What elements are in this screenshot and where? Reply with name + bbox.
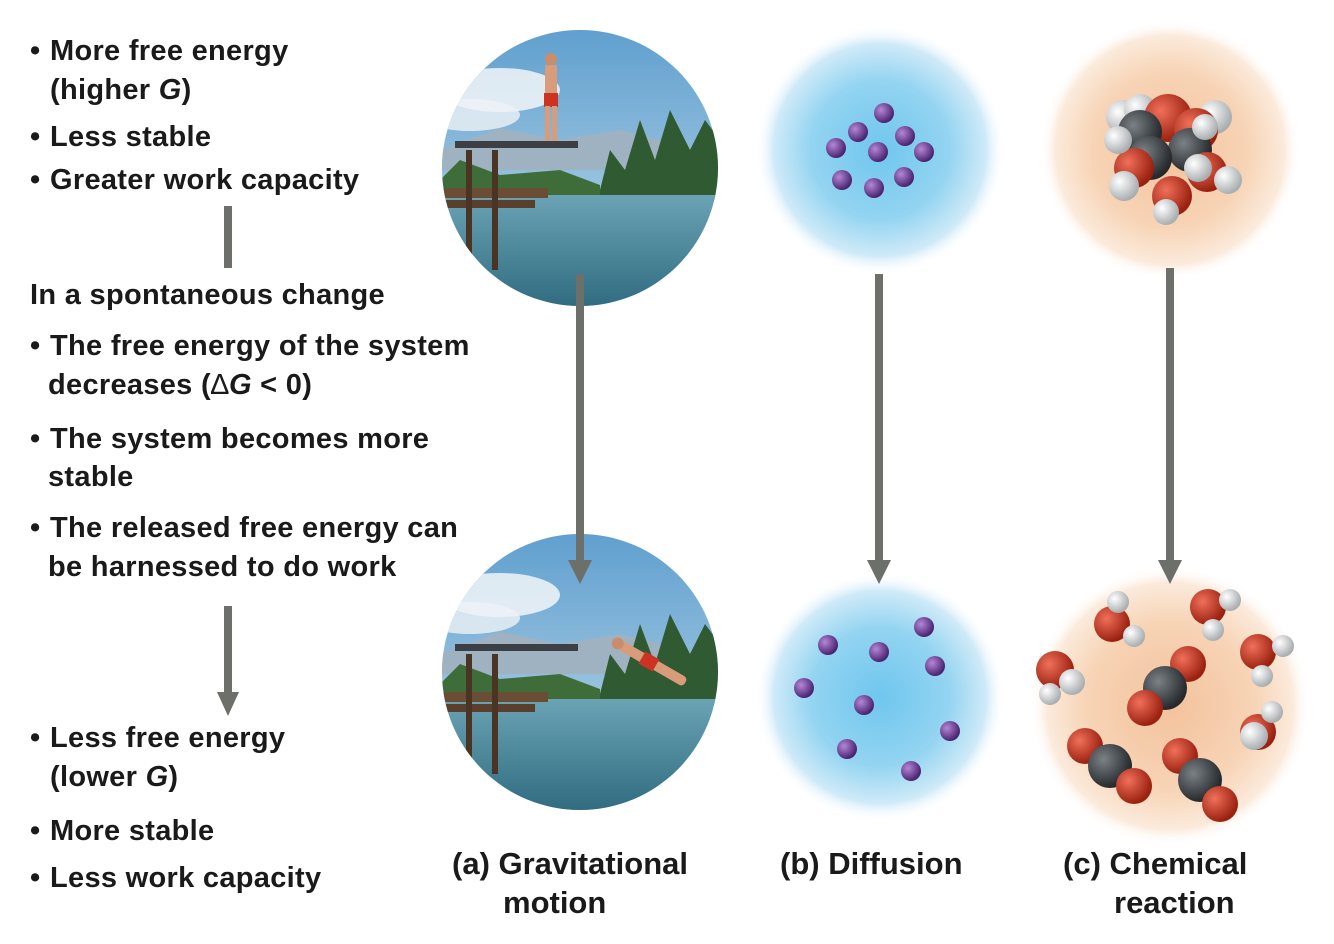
caption-a-line1: (a) Gravitational	[452, 844, 688, 883]
arrow-chemical	[1158, 268, 1182, 584]
arrow-diffusion	[867, 274, 891, 584]
caption-c-line1: (c) Chemical	[1063, 844, 1247, 883]
lake-scene-after	[420, 532, 720, 814]
caption-a-line2: motion	[503, 883, 606, 922]
lake-scene-before	[420, 28, 720, 310]
caption-c-line2: reaction	[1114, 883, 1235, 922]
caption-b: (b) Diffusion	[780, 844, 963, 883]
diffusion-glow-after	[755, 572, 1005, 822]
